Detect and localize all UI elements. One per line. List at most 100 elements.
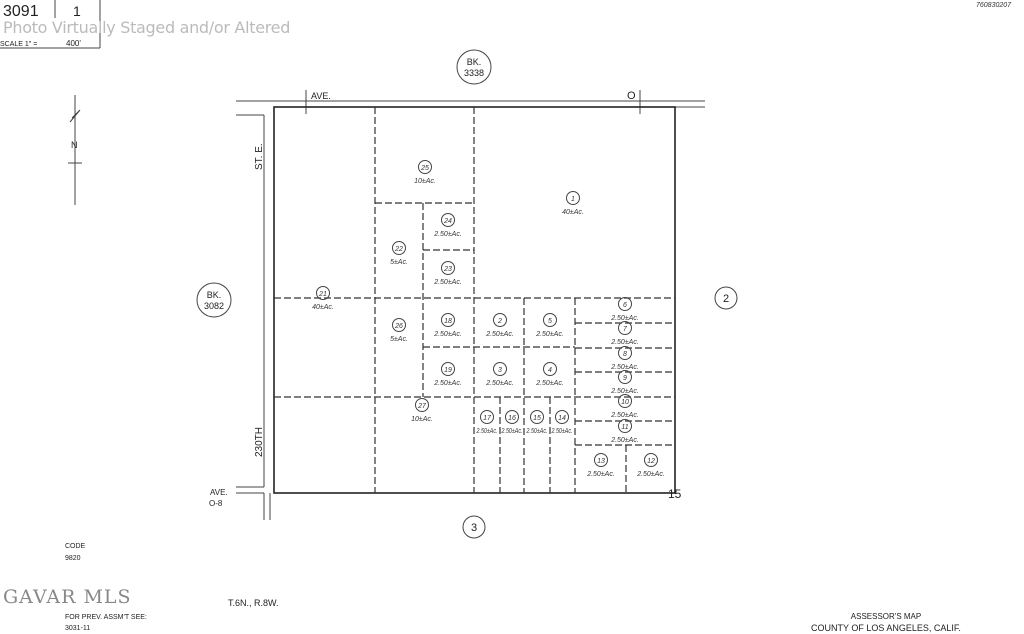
parcel-15[interactable]: 15 2.50±Ac. — [526, 410, 548, 436]
parcel-number-circle — [493, 313, 507, 327]
parcel-area: 2.50±Ac. — [610, 437, 639, 444]
parcel-23[interactable]: 232.50±Ac. — [433, 261, 462, 287]
parcel-number: 18 — [444, 318, 452, 325]
parcel-lines — [274, 107, 675, 493]
parcel-number-circle — [618, 321, 632, 335]
street-label-ave-o8: AVE. — [210, 488, 228, 497]
parcel-area: 40±Ac. — [562, 209, 584, 216]
parcel-area: 2.50±Ac. — [485, 331, 514, 338]
parcel-number: 26 — [394, 323, 403, 330]
parcel-number-circle — [594, 453, 608, 467]
parcel-number: 4 — [548, 367, 552, 374]
parcel-number-circle — [543, 362, 557, 376]
parcel-number-circle — [618, 394, 632, 408]
parcel-number: 3 — [498, 367, 502, 374]
mls-logo: GAVAR MLS — [3, 586, 132, 608]
parcel-number: 21 — [318, 291, 327, 298]
parcel-area: 2.50±Ac. — [526, 428, 548, 435]
parcel-area: 2.50±Ac. — [610, 388, 639, 395]
parcel-number-circle — [644, 453, 658, 467]
street-label-o: O — [627, 90, 636, 102]
parcel-area: 10±Ac. — [411, 416, 433, 423]
parcel-7[interactable]: 72.50±Ac. — [610, 321, 639, 347]
parcel-3[interactable]: 3 2.50±Ac. — [485, 362, 514, 388]
parcel-26[interactable]: 26 5±Ac. — [390, 318, 408, 344]
parcel-number-circle — [418, 160, 432, 174]
parcel-area: 2.50±Ac. — [535, 380, 564, 387]
parcel-22[interactable]: 225±Ac. — [390, 241, 408, 267]
township-range: T.6N., R.8W. — [228, 598, 279, 608]
parcel-9[interactable]: 92.50±Ac. — [610, 370, 639, 396]
street-label-st-e: ST. E. — [254, 143, 265, 170]
parcel-5[interactable]: 52.50±Ac. — [535, 313, 564, 339]
street-label-ave-o8-number: O-8 — [209, 499, 223, 508]
parcel-4[interactable]: 4 2.50±Ac. — [535, 362, 564, 388]
parcel-number: 15 — [533, 415, 541, 422]
svg-text:3: 3 — [471, 522, 477, 534]
street-label-ave: AVE. — [311, 91, 331, 101]
parcel-area: 2.50±Ac. — [433, 380, 462, 387]
corner-code: 760830207 — [976, 2, 1012, 9]
parcel-area: 2.50±Ac. — [610, 364, 639, 371]
parcel-number-circle — [441, 362, 455, 376]
parcel-18[interactable]: 182.50±Ac. — [433, 313, 462, 339]
parcel-number: 16 — [508, 415, 516, 422]
parcel-number: 11 — [621, 424, 628, 431]
parcel-12[interactable]: 12 2.50±Ac. — [636, 453, 665, 479]
svg-text:3082: 3082 — [204, 301, 224, 311]
parcel-number-circle — [392, 318, 406, 332]
parcel-number-circle — [618, 297, 632, 311]
svg-text:3338: 3338 — [464, 68, 484, 78]
page-number: 3091 — [3, 3, 39, 20]
parcel-area: 2.50±Ac. — [636, 471, 665, 478]
roads — [236, 90, 705, 520]
north-arrow-icon: N — [68, 95, 82, 205]
parcel-area: 2.50±Ac. — [551, 428, 573, 435]
parcel-21[interactable]: 21 40±Ac. — [312, 286, 334, 312]
parcel-number: 19 — [444, 367, 452, 374]
parcel-number-circle — [618, 346, 632, 360]
code-label: CODE — [65, 543, 86, 550]
parcel-14[interactable]: 14 2.50±Ac. — [551, 410, 573, 436]
corner-section-15: 15 — [668, 487, 682, 501]
parcel-number-circle — [415, 398, 429, 412]
parcel-area: 2.50±Ac. — [476, 428, 498, 435]
parcel-number: 12 — [647, 458, 655, 465]
parcel-6[interactable]: 62.50±Ac. — [610, 297, 639, 323]
prev-assessment-label: FOR PREV. ASSM'T SEE: — [65, 614, 147, 621]
parcel-area: 2.50±Ac. — [610, 339, 639, 346]
parcel-number: 27 — [417, 403, 427, 410]
parcel-8[interactable]: 82.50±Ac. — [610, 346, 639, 372]
adjoining-book-3338[interactable]: BK. 3338 — [456, 49, 492, 85]
parcel-area: 10±Ac. — [414, 178, 436, 185]
parcel-area: 2.50±Ac. — [610, 412, 639, 419]
parcel-number-circle — [530, 410, 544, 424]
parcel-number: 25 — [420, 165, 429, 172]
parcel-number-circle — [493, 362, 507, 376]
parcel-area: 2.50±Ac. — [501, 428, 523, 435]
parcel-10[interactable]: 10 2.50±Ac. — [610, 394, 639, 420]
adjoining-page-2[interactable]: 2 — [714, 286, 738, 310]
parcel-number: 14 — [558, 415, 566, 422]
parcel-area: 2.50±Ac. — [485, 380, 514, 387]
parcel-13[interactable]: 132.50±Ac. — [586, 453, 615, 479]
parcel-1[interactable]: 140±Ac. — [562, 191, 584, 217]
parcel-24[interactable]: 242.50±Ac. — [433, 213, 462, 239]
parcel-number: 23 — [443, 266, 452, 273]
parcel-area: 5±Ac. — [390, 336, 408, 343]
parcel-number: 10 — [621, 399, 629, 406]
parcel-16[interactable]: 16 2.50±Ac. — [501, 410, 523, 436]
scale-value: 400' — [66, 39, 81, 48]
parcel-25[interactable]: 25 10±Ac. — [414, 160, 436, 186]
parcel-number-circle — [505, 410, 519, 424]
parcel-2[interactable]: 22.50±Ac. — [485, 313, 514, 339]
sheet-header: 3091 1 SCALE 1" = 400' 760830207 — [0, 0, 1012, 49]
parcel-17[interactable]: 172.50±Ac. — [476, 410, 498, 436]
parcel-27[interactable]: 27 10±Ac. — [411, 398, 433, 424]
parcel-number-circle — [618, 370, 632, 384]
adjoining-book-3082[interactable]: BK. 3082 — [196, 282, 232, 318]
adjoining-page-3[interactable]: 3 — [462, 515, 486, 539]
parcel-area: 40±Ac. — [312, 304, 334, 311]
parcel-19[interactable]: 19 2.50±Ac. — [433, 362, 462, 388]
parcel-11[interactable]: 11 2.50±Ac. — [610, 419, 639, 445]
